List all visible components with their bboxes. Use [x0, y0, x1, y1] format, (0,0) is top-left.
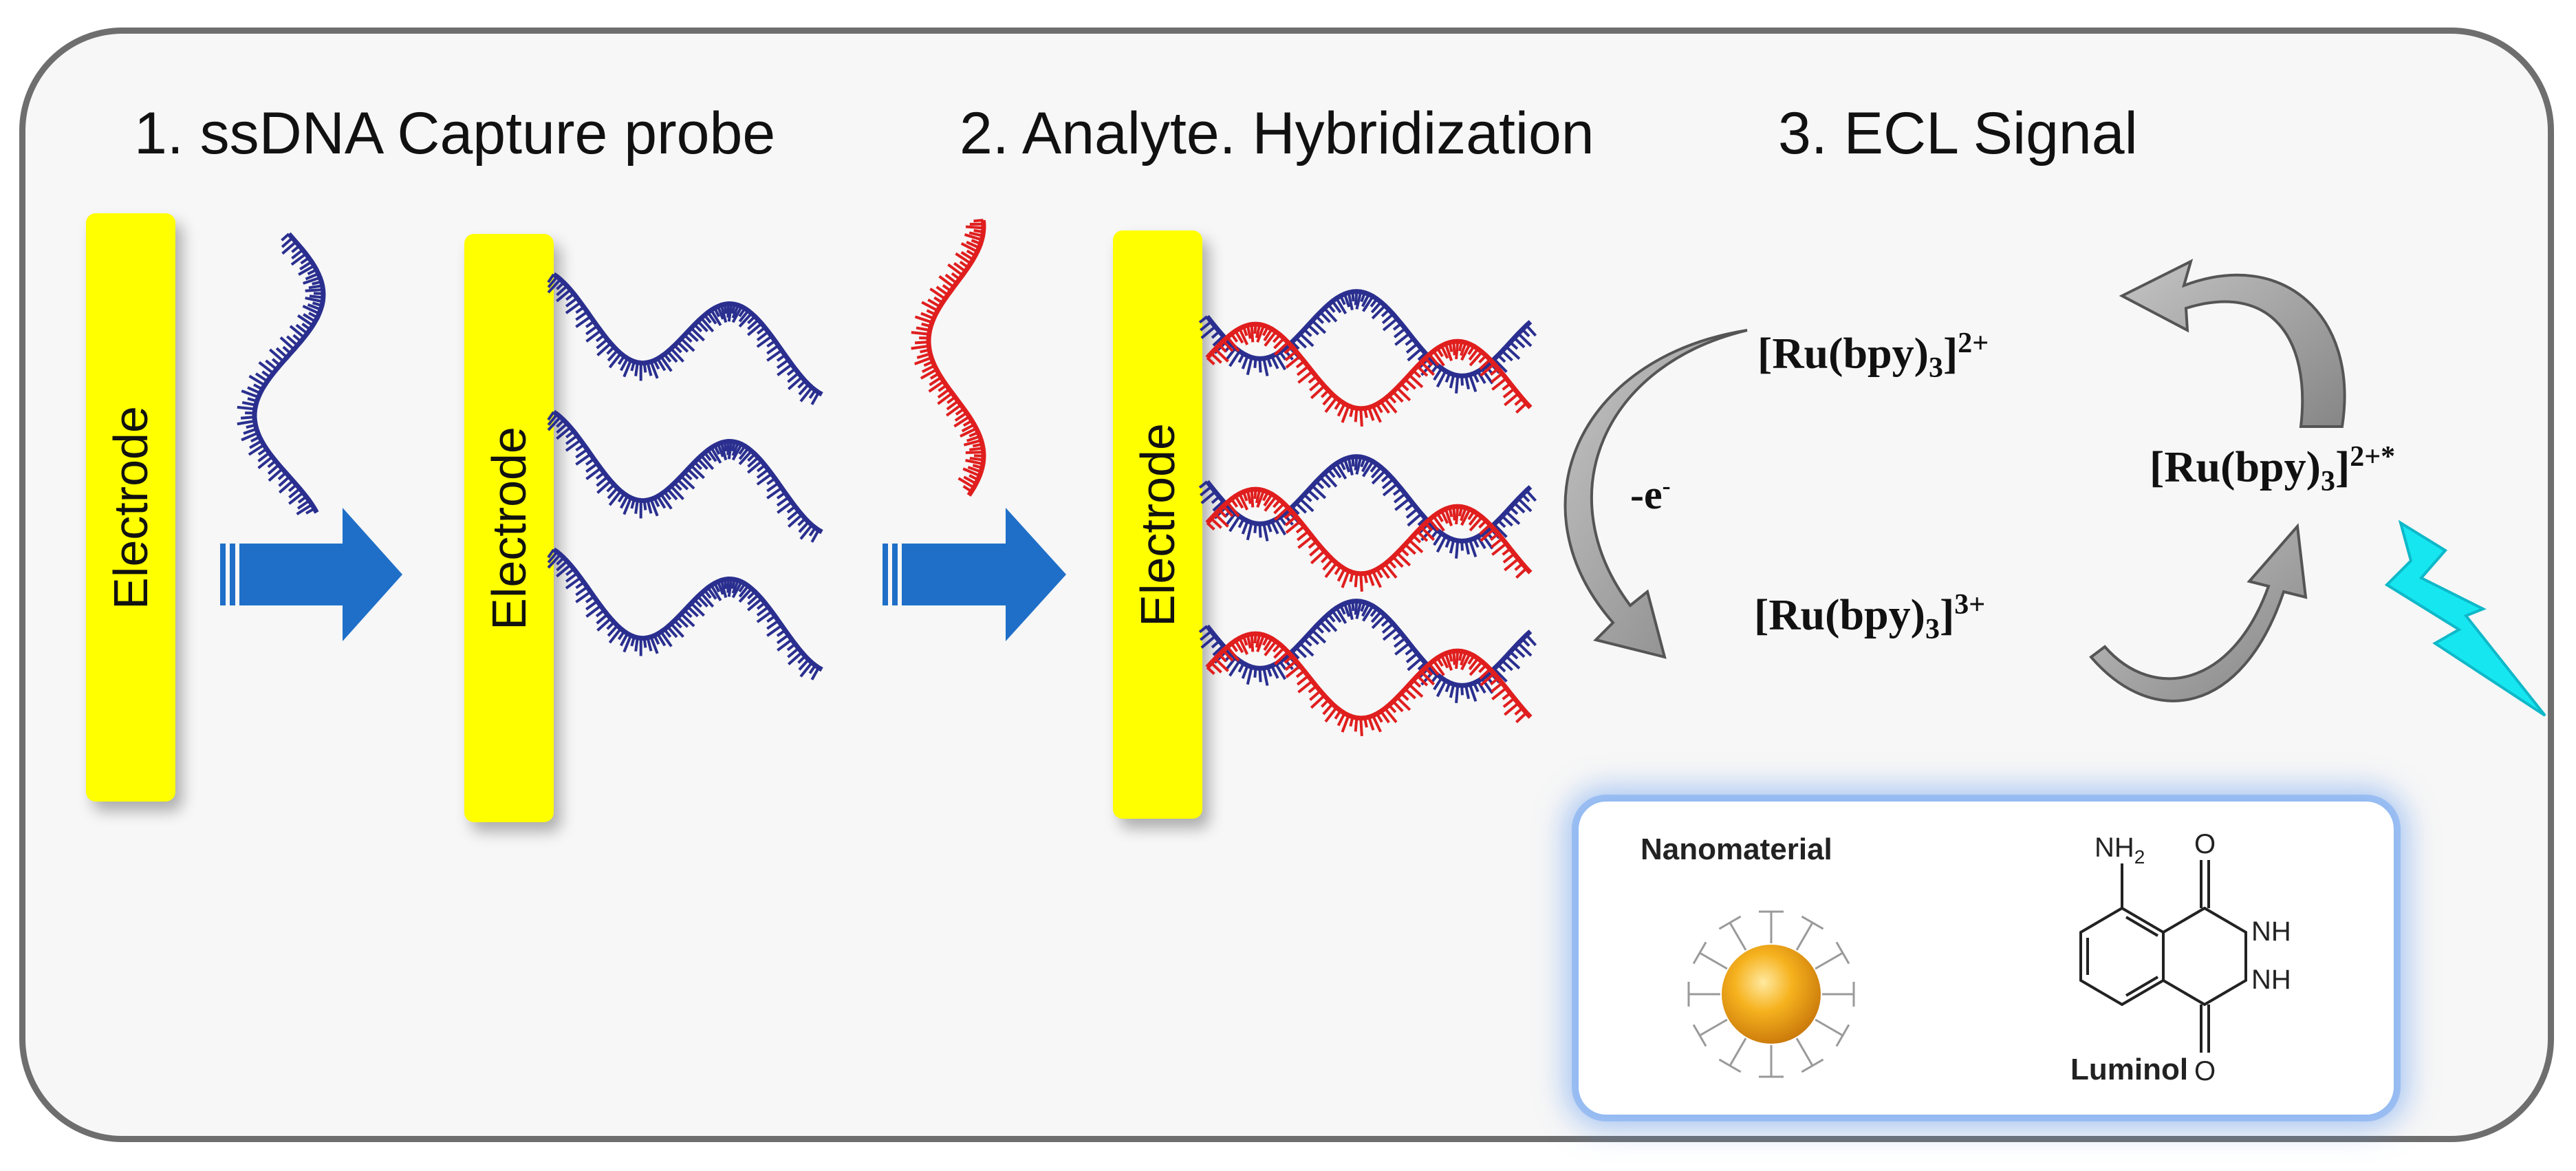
- free-target-strand: [911, 219, 986, 497]
- ligand-8: [1699, 952, 1728, 970]
- ligand-3: [1795, 1038, 1814, 1066]
- free-probe-backbone: [237, 232, 326, 515]
- ligand-branch-3: [1801, 1058, 1824, 1073]
- immobilized-probe-strands: [547, 272, 823, 680]
- excitation-arrow: [2089, 523, 2308, 702]
- ligand-2: [1815, 1018, 1843, 1037]
- free-target-backbone: [911, 219, 986, 497]
- electrode-2: Electrode: [464, 234, 554, 822]
- duplex-probe-2: [1198, 454, 1537, 559]
- free-probe-strand: [237, 232, 326, 515]
- oxidation-arrow: [1563, 329, 1748, 659]
- duplex-probe-3: [1198, 599, 1537, 703]
- ligand-9: [1729, 922, 1747, 951]
- ru-3plus-label: [Ru(bpy)3]3+: [1754, 589, 1986, 646]
- ligand-branch-2: [1835, 1024, 1850, 1047]
- immobilized-probe-2: [547, 409, 823, 543]
- electrode-3: Electrode: [1113, 230, 1202, 819]
- immobilized-probe-3: [547, 547, 823, 680]
- duplex-target-2: [1205, 486, 1533, 592]
- luminol-structure: NH2 O O NH NH: [2079, 829, 2291, 1086]
- flow-arrow-1: [220, 508, 402, 641]
- ru-excited-label: [Ru(bpy)3]2+*: [2150, 441, 2396, 498]
- gold-nanoparticle: [1722, 945, 1821, 1044]
- step2-title: 2. Analyte. Hybridization: [960, 100, 1594, 166]
- duplex-target-3: [1205, 631, 1533, 736]
- hybridized-duplexes: [1198, 289, 1537, 736]
- immobilized-probe-1: [547, 272, 823, 405]
- nanomaterial-illustration: [1687, 910, 1855, 1078]
- duplex-target-1: [1205, 321, 1533, 427]
- legend-box: Nanomaterial NH2: [1579, 802, 2394, 1115]
- luminol-label: Luminol: [2070, 1053, 2189, 1086]
- ligand-branch-6: [1692, 1024, 1707, 1047]
- light-emission-bolt: [2384, 519, 2546, 717]
- ligand-branch-11: [1801, 915, 1824, 930]
- ligand-5: [1729, 1038, 1747, 1066]
- oxidation-label: -e-: [1630, 472, 1671, 517]
- ru-2plus-label: [Ru(bpy)3]2+: [1757, 327, 1989, 385]
- ligand-6: [1699, 1018, 1728, 1037]
- step3-title: 3. ECL Signal: [1778, 100, 2138, 166]
- duplex-probe-1: [1198, 289, 1537, 394]
- nanomaterial-label: Nanomaterial: [1641, 832, 1832, 866]
- carbonyl-oxygen-top: O: [2194, 829, 2216, 859]
- step1-title: 1. ssDNA Capture probe: [134, 100, 776, 166]
- ligand-branch-8: [1692, 941, 1707, 965]
- flow-arrow-2: [883, 508, 1066, 641]
- hydrazide-nh-top: NH: [2251, 916, 2291, 947]
- ligand-branch-12: [1835, 941, 1850, 965]
- ligand-12: [1815, 952, 1843, 970]
- ligand-branch-9: [1718, 915, 1742, 930]
- regeneration-arrow: [2119, 259, 2346, 428]
- ligand-branch-5: [1718, 1058, 1742, 1073]
- ligand-11: [1795, 922, 1814, 951]
- hydrazide-nh-bottom: NH: [2251, 965, 2291, 995]
- carbonyl-oxygen-bottom: O: [2194, 1056, 2216, 1086]
- electrode-1: Electrode: [86, 213, 175, 802]
- amine-group: NH2: [2095, 832, 2145, 868]
